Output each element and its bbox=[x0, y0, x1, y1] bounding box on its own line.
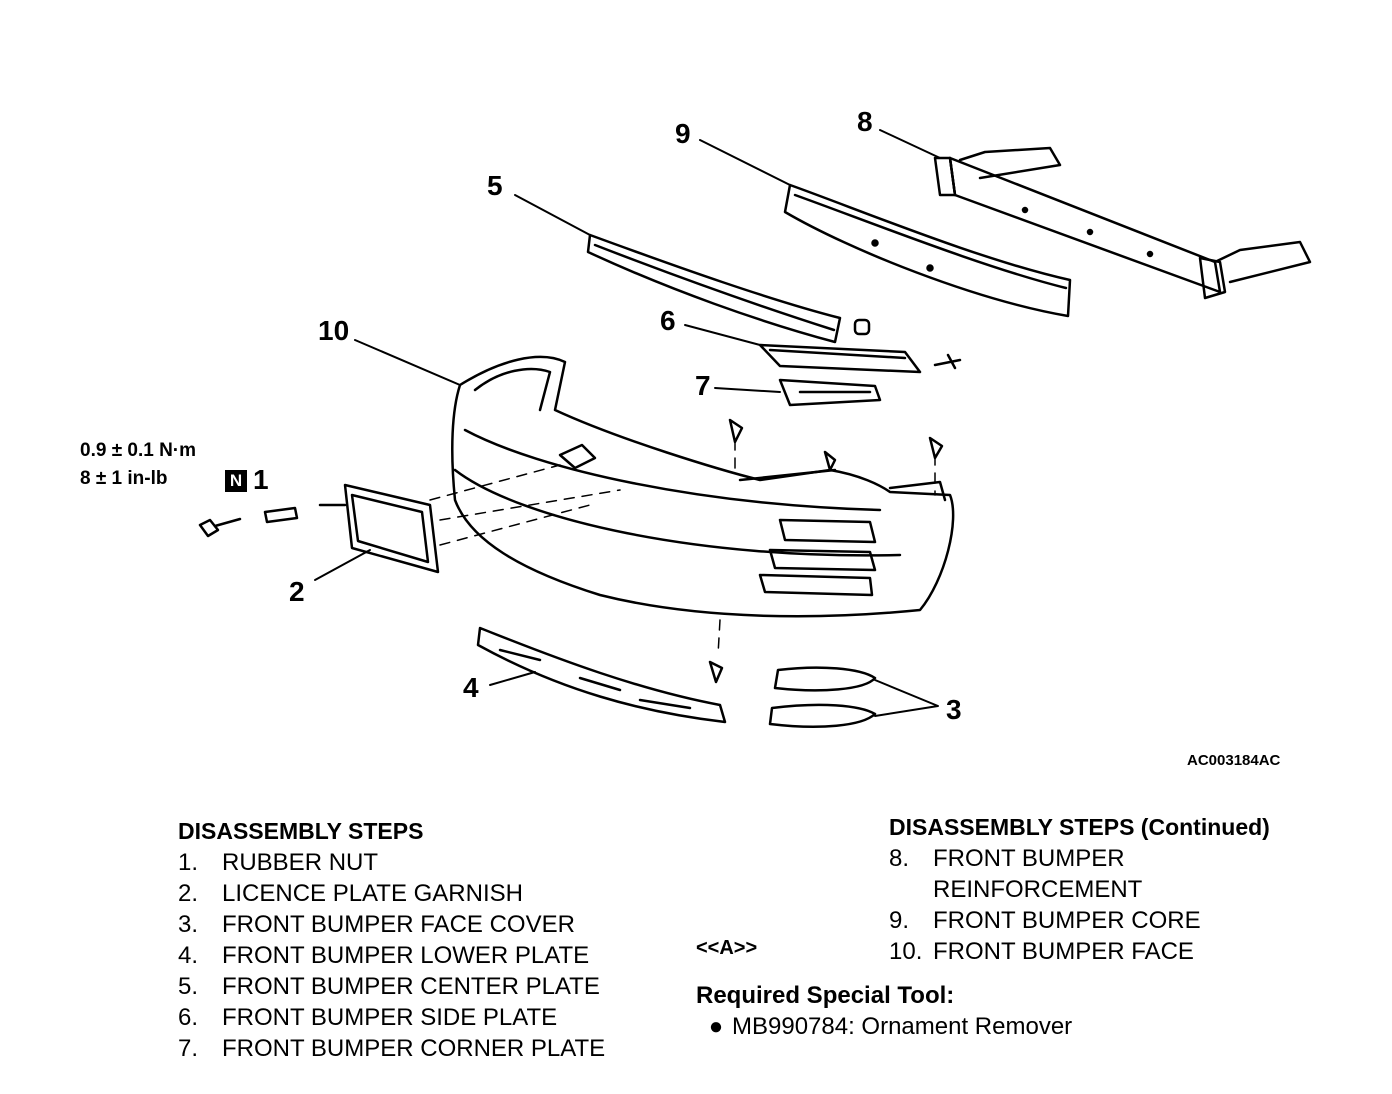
step-number: 4. bbox=[178, 942, 199, 969]
step-text: FRONT BUMPER FACE COVER bbox=[222, 911, 575, 938]
part-side-plate bbox=[758, 343, 962, 374]
step-number: 7. bbox=[178, 1035, 199, 1062]
callout-4: 4 bbox=[463, 672, 479, 703]
exploded-view-diagram bbox=[198, 129, 1312, 728]
callout-10: 10 bbox=[318, 315, 350, 346]
step-number: 8. bbox=[889, 845, 910, 872]
step-number: 1. bbox=[178, 849, 199, 876]
step-item: REINFORCEMENT bbox=[889, 874, 1201, 905]
step-number: 2. bbox=[178, 880, 199, 907]
callout-1: 1 bbox=[253, 464, 269, 495]
callout-2: 2 bbox=[289, 576, 305, 607]
steps-list-left: 1. RUBBER NUT 2. LICENCE PLATE GARNISH 3. F… bbox=[178, 847, 605, 1064]
callout-3: 3 bbox=[946, 694, 962, 725]
service-point-ref: <<A>> bbox=[696, 937, 758, 959]
part-center-plate bbox=[586, 233, 871, 344]
torque-metric: 0.9 ± 0.1 N·m bbox=[80, 440, 197, 461]
step-number: 6. bbox=[178, 1004, 199, 1031]
step-item: 8. FRONT BUMPER bbox=[889, 843, 1201, 874]
step-text: LICENCE PLATE GARNISH bbox=[222, 880, 523, 907]
step-number: 5. bbox=[178, 973, 199, 1000]
replace-part-badge: N bbox=[225, 470, 247, 492]
step-text: FRONT BUMPER LOWER PLATE bbox=[222, 942, 590, 969]
part-core bbox=[783, 183, 1072, 318]
step-item: 5. FRONT BUMPER CENTER PLATE bbox=[178, 971, 605, 1002]
steps-heading-continued: DISASSEMBLY STEPS (Continued) bbox=[889, 814, 1270, 840]
step-number: 9. bbox=[889, 907, 910, 934]
part-corner-plate bbox=[778, 378, 882, 407]
bullet-icon: ● bbox=[708, 1013, 724, 1040]
step-text: FRONT BUMPER bbox=[933, 845, 1125, 872]
step-number: 10. bbox=[889, 938, 923, 965]
step-item: 3. FRONT BUMPER FACE COVER bbox=[178, 909, 605, 940]
part-lower-plate bbox=[476, 626, 727, 724]
steps-heading: DISASSEMBLY STEPS bbox=[178, 818, 424, 844]
alignment-lines bbox=[429, 439, 936, 656]
fasteners bbox=[198, 418, 944, 684]
step-item: 2. LICENCE PLATE GARNISH bbox=[178, 878, 605, 909]
step-number: 3. bbox=[178, 911, 199, 938]
step-text: FRONT BUMPER FACE bbox=[933, 938, 1194, 965]
step-item: 6. FRONT BUMPER SIDE PLATE bbox=[178, 1002, 605, 1033]
torque-imperial: 8 ± 1 in-lb bbox=[80, 468, 168, 489]
part-reinforcement bbox=[933, 146, 1312, 300]
step-item: 10. FRONT BUMPER FACE bbox=[889, 936, 1201, 967]
step-text: FRONT BUMPER CORE bbox=[933, 907, 1201, 934]
step-item: 7. FRONT BUMPER CORNER PLATE bbox=[178, 1033, 605, 1064]
step-text: FRONT BUMPER CENTER PLATE bbox=[222, 973, 600, 1000]
step-text: FRONT BUMPER CORNER PLATE bbox=[222, 1035, 606, 1062]
part-face-covers bbox=[768, 666, 877, 728]
part-bumper-face bbox=[451, 355, 955, 618]
special-tool-text: MB990784: Ornament Remover bbox=[732, 1013, 1073, 1040]
callout-7: 7 bbox=[695, 370, 711, 401]
step-text: FRONT BUMPER SIDE PLATE bbox=[222, 1004, 558, 1031]
step-item: 4. FRONT BUMPER LOWER PLATE bbox=[178, 940, 605, 971]
leader-lines bbox=[314, 129, 941, 717]
step-item: 9. FRONT BUMPER CORE bbox=[889, 905, 1201, 936]
figure-code: AC003184AC bbox=[1187, 752, 1281, 769]
step-text: REINFORCEMENT bbox=[933, 876, 1143, 903]
callout-9: 9 bbox=[675, 118, 691, 149]
callout-6: 6 bbox=[660, 305, 676, 336]
callout-8: 8 bbox=[857, 106, 873, 137]
steps-list-right: 8. FRONT BUMPER REINFORCEMENT 9. FRONT BUM… bbox=[889, 843, 1201, 967]
step-text: RUBBER NUT bbox=[222, 849, 379, 876]
special-tool-heading: Required Special Tool: bbox=[696, 982, 955, 1009]
part-licence-plate-garnish bbox=[318, 483, 440, 574]
callout-5: 5 bbox=[487, 170, 503, 201]
special-tool-item: ● MB990784: Ornament Remover bbox=[700, 1013, 1072, 1041]
step-item: 1. RUBBER NUT bbox=[178, 847, 605, 878]
